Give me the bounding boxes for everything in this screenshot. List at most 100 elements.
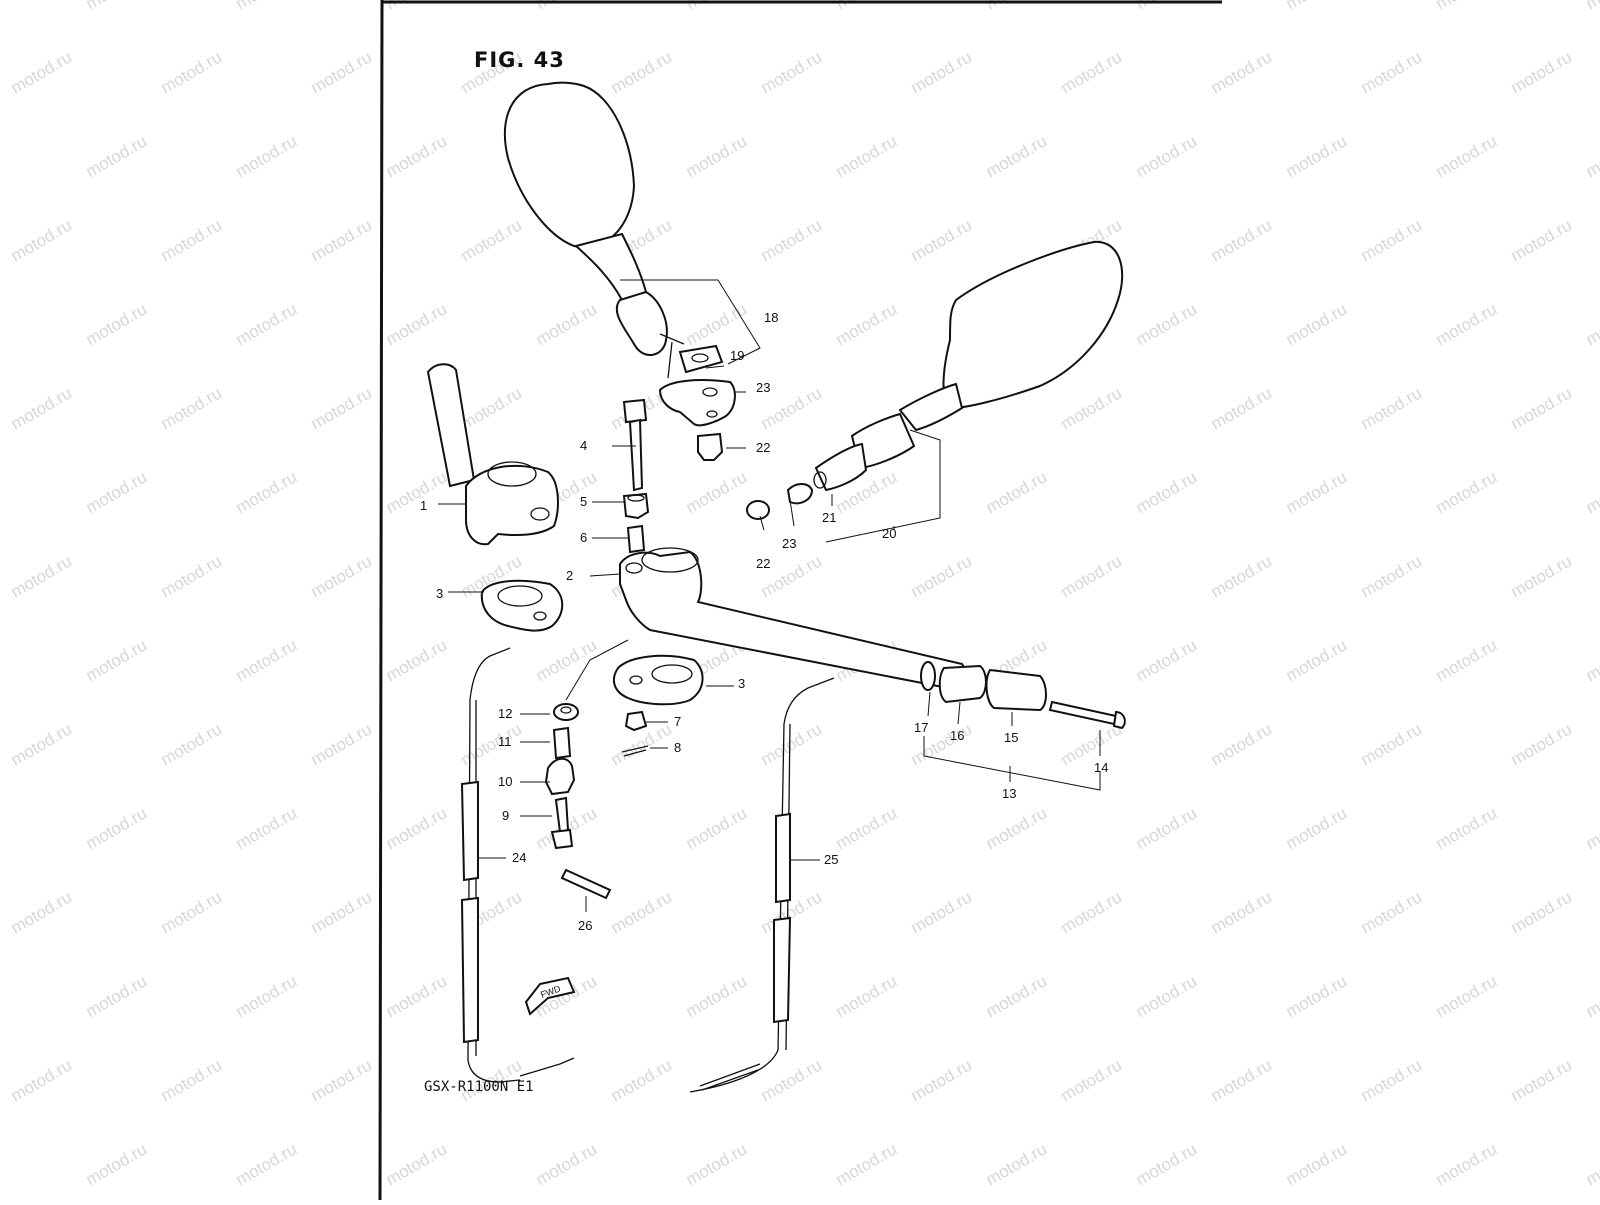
right-mirror (747, 242, 1122, 519)
nut-7 (626, 712, 646, 730)
watermark-text: motod.ru (1283, 0, 1351, 13)
watermark-text: motod.ru (908, 215, 976, 265)
callout-17: 17 (914, 720, 928, 735)
watermark-text: motod.ru (8, 47, 76, 97)
watermark-text: motod.ru (1283, 299, 1351, 349)
watermark-text: motod.ru (383, 971, 451, 1021)
callout-16: 16 (950, 728, 964, 743)
watermark-text: motod.ru (83, 803, 151, 853)
watermark-text: motod.ru (1508, 47, 1576, 97)
nut-5 (624, 494, 648, 518)
watermark-text: motod.ru (1358, 887, 1426, 937)
callout-6: 6 (580, 530, 587, 545)
figure-title: FIG. 43 (474, 48, 565, 72)
watermark-text: motod.ru (683, 971, 751, 1021)
watermark-text: motod.ru (83, 635, 151, 685)
watermark-text: motod.ru (1058, 1055, 1126, 1105)
watermark-text: motod.ru (758, 215, 826, 265)
watermark-text: motod.ru (608, 1055, 676, 1105)
watermark-text: motod.ru (458, 383, 526, 433)
watermark-text: motod.ru (1133, 635, 1201, 685)
callout-21: 21 (822, 510, 836, 525)
watermark-text: motod.ru (83, 971, 151, 1021)
watermark-text: motod.ru (83, 1139, 151, 1189)
watermark-text: motod.ru (908, 551, 976, 601)
callout-26: 26 (578, 918, 592, 933)
mirror-mount-plate (680, 346, 722, 372)
callout-3-upper: 3 (436, 586, 443, 601)
watermark-text: motod.ru (1583, 467, 1600, 517)
watermark-text: motod.ru (608, 887, 676, 937)
watermark-text: motod.ru (383, 635, 451, 685)
watermark-text: motod.ru (983, 971, 1051, 1021)
watermark-text: motod.ru (1583, 131, 1600, 181)
watermark-text: motod.ru (383, 131, 451, 181)
watermark-text: motod.ru (1058, 551, 1126, 601)
watermark-text: motod.ru (1358, 551, 1426, 601)
watermark-text: motod.ru (758, 719, 826, 769)
watermark-text: motod.ru (158, 1055, 226, 1105)
watermark-text: motod.ru (158, 383, 226, 433)
watermark-text: motod.ru (1283, 467, 1351, 517)
watermark-text: motod.ru (608, 47, 676, 97)
watermark-text: motod.ru (683, 467, 751, 517)
callout-14: 14 (1094, 760, 1108, 775)
callout-7: 7 (674, 714, 681, 729)
watermark-text: motod.ru (83, 131, 151, 181)
watermark-text: motod.ru (1583, 0, 1600, 13)
cable-bracket-26 (562, 870, 610, 898)
watermark-text: motod.ru (1433, 0, 1501, 13)
watermark-text: motod.ru (8, 887, 76, 937)
callout-15: 15 (1004, 730, 1018, 745)
callout-12: 12 (498, 706, 512, 721)
watermark-text: motod.ru (1058, 887, 1126, 937)
watermark-text: motod.ru (158, 551, 226, 601)
watermark-text: motod.ru (383, 467, 451, 517)
watermark-text: motod.ru (908, 1055, 976, 1105)
watermark-text: motod.ru (908, 47, 976, 97)
watermark-text: motod.ru (308, 887, 376, 937)
watermark-text: motod.ru (1133, 1139, 1201, 1189)
watermark-text: motod.ru (533, 299, 601, 349)
watermark-text: motod.ru (833, 299, 901, 349)
collar-6 (628, 526, 644, 552)
callout-22-lower: 22 (756, 556, 770, 571)
watermark-text: motod.ru (1433, 803, 1501, 853)
callout-11: 11 (498, 734, 512, 749)
watermark-text: motod.ru (833, 971, 901, 1021)
watermark-text: motod.ru (383, 299, 451, 349)
watermark-text: motod.ru (8, 215, 76, 265)
callout-25: 25 (824, 852, 838, 867)
watermark-text: motod.ru (308, 215, 376, 265)
watermark-text: motod.ru (383, 1139, 451, 1189)
shim-3-lower (614, 656, 703, 704)
model-code: GSX-R1100N E1 (424, 1079, 534, 1095)
watermark-text: motod.ru (1133, 803, 1201, 853)
watermark-text: motod.ru (1508, 887, 1576, 937)
watermark-text: motod.ru (383, 803, 451, 853)
watermark-text: motod.ru (983, 803, 1051, 853)
watermark-text: motod.ru (1283, 971, 1351, 1021)
watermark-text: motod.ru (1583, 803, 1600, 853)
watermark-text: motod.ru (833, 1139, 901, 1189)
watermark-text: motod.ru (683, 131, 751, 181)
watermark-text: motod.ru (1133, 131, 1201, 181)
watermark-text: motod.ru (1208, 887, 1276, 937)
watermark-text: motod.ru (1208, 719, 1276, 769)
callout-24: 24 (512, 850, 526, 865)
watermark-text: motod.ru (758, 887, 826, 937)
watermark-text: motod.ru (1508, 383, 1576, 433)
clip-on-handle (428, 364, 558, 544)
weight-15 (987, 670, 1046, 710)
callout-18: 18 (764, 310, 778, 325)
callout-9: 9 (502, 808, 509, 823)
watermark-text: motod.ru (908, 887, 976, 937)
watermark-text: motod.ru (1433, 131, 1501, 181)
watermark-text: motod.ru (158, 47, 226, 97)
watermark-text: motod.ru (1283, 1139, 1351, 1189)
watermark-text: motod.ru (1583, 971, 1600, 1021)
watermark-text: motod.ru (683, 803, 751, 853)
watermark-text: motod.ru (8, 383, 76, 433)
callout-1: 1 (420, 498, 427, 513)
